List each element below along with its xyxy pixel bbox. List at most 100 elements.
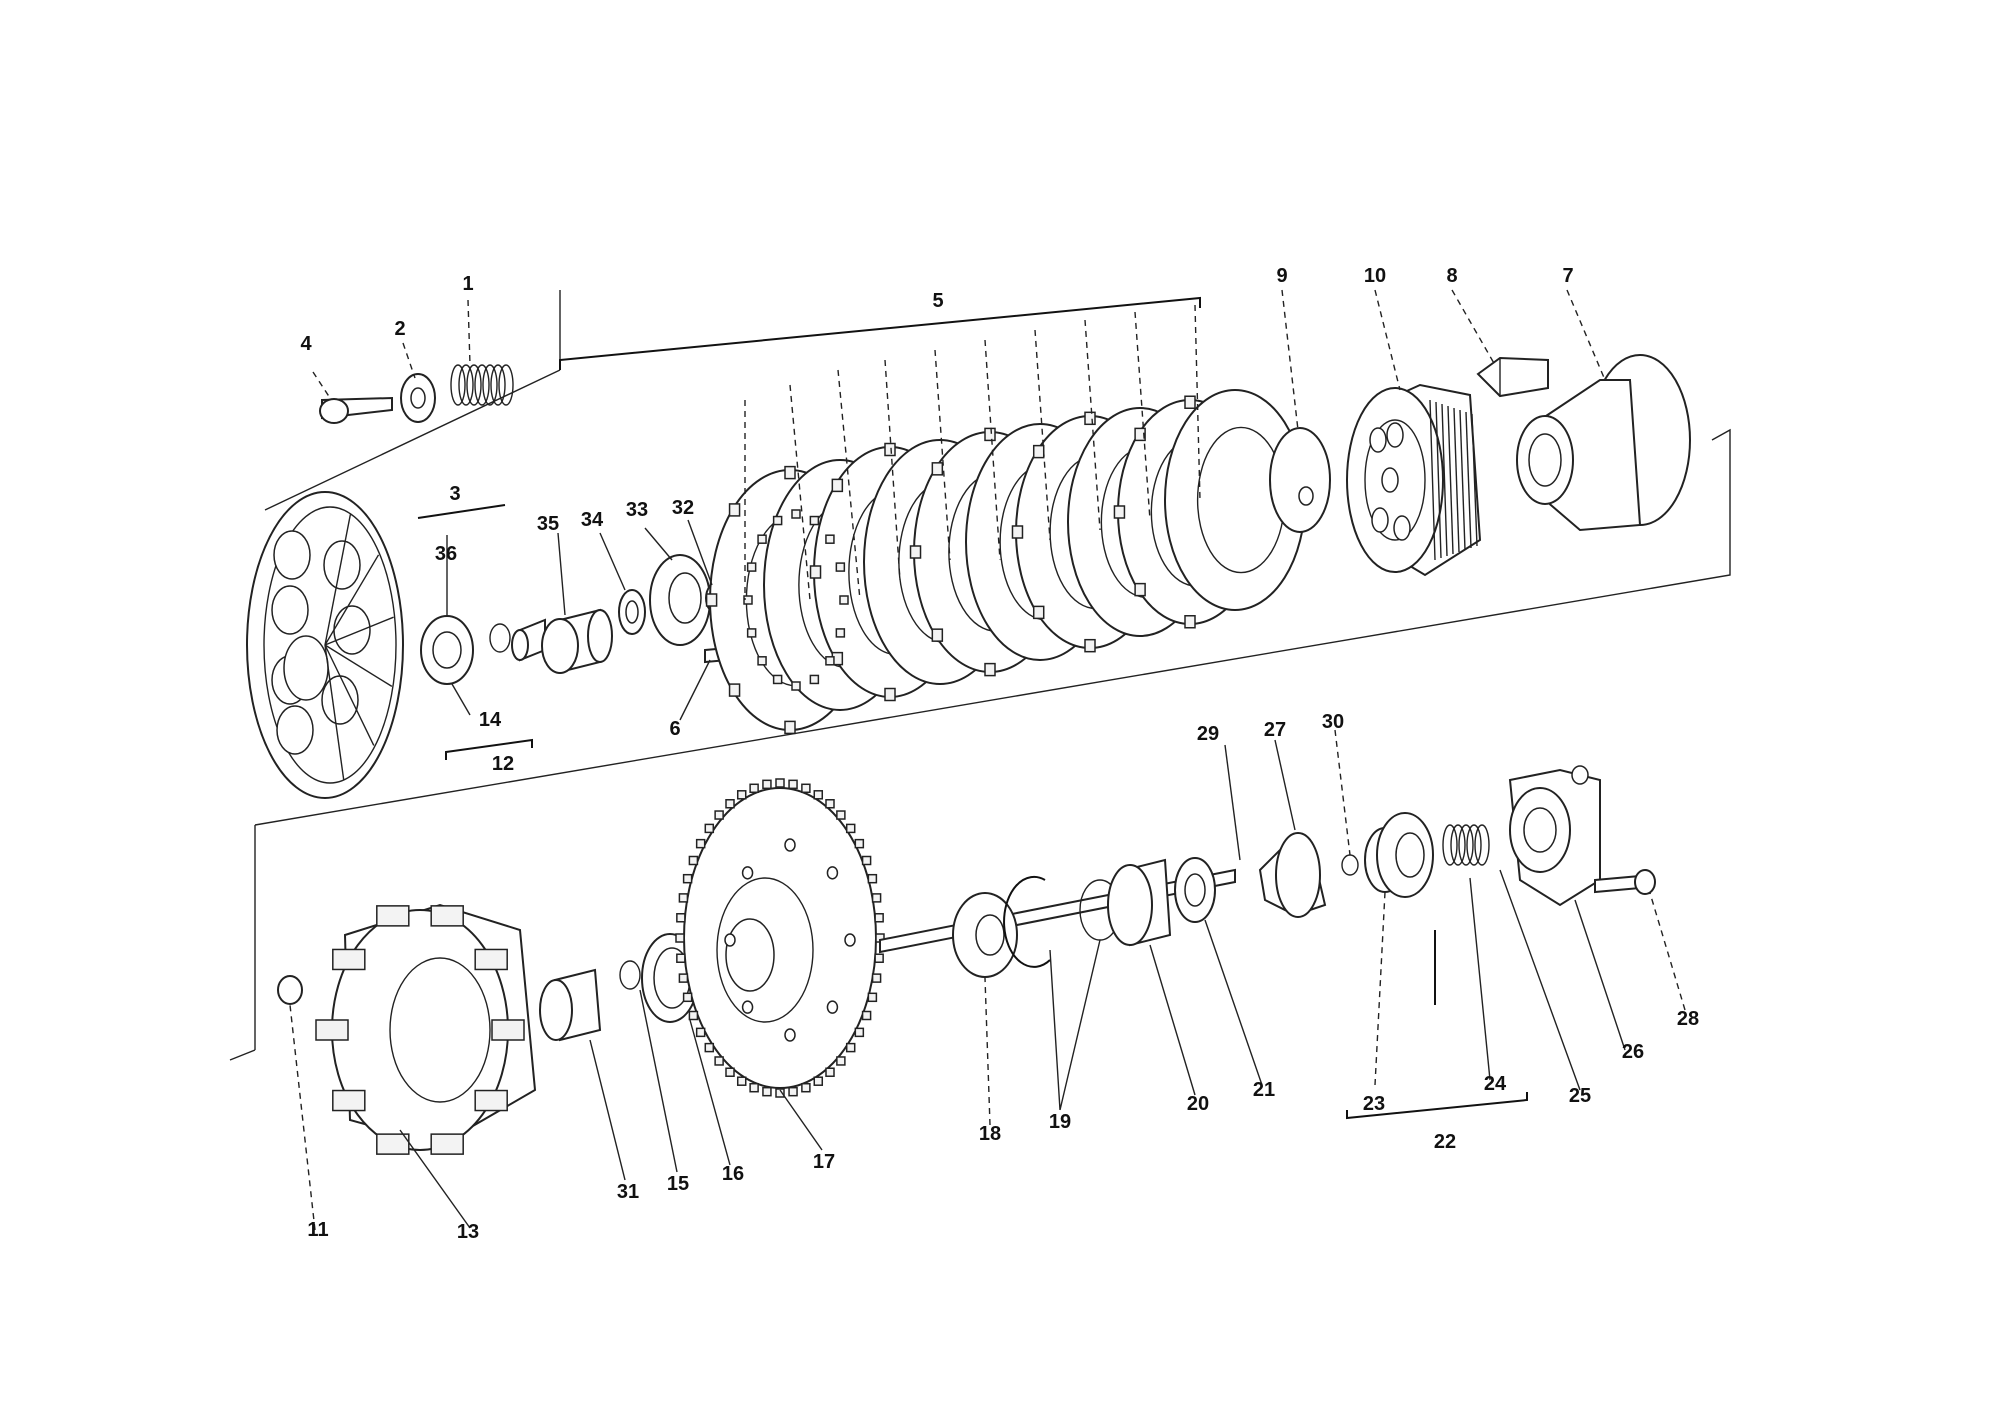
gear-tooth bbox=[801, 1082, 811, 1093]
disc-spline bbox=[825, 656, 835, 666]
gear-tooth bbox=[736, 1076, 747, 1086]
hub-spline bbox=[1429, 399, 1436, 561]
pressure-plate-hole bbox=[321, 675, 359, 725]
basket-finger bbox=[376, 905, 410, 927]
leader-33 bbox=[644, 527, 673, 561]
bracket-22 bbox=[1346, 1092, 1528, 1120]
disc-tab bbox=[1032, 605, 1045, 620]
callout-label-14: 14 bbox=[479, 709, 502, 731]
leader-7 bbox=[1566, 289, 1606, 381]
slave-bolt-head bbox=[1634, 869, 1656, 895]
gear-tooth bbox=[736, 790, 747, 800]
pressure-plate-hole bbox=[276, 705, 314, 755]
disc-spline bbox=[835, 628, 846, 638]
o-ring bbox=[619, 960, 641, 990]
gear-tooth bbox=[676, 953, 686, 963]
basket-finger bbox=[376, 1133, 410, 1155]
small-block bbox=[1476, 356, 1549, 398]
gear-tooth bbox=[825, 799, 835, 809]
callout-label-34: 34 bbox=[581, 509, 604, 531]
primary-gear bbox=[675, 778, 885, 1098]
basket-finger bbox=[430, 905, 464, 927]
leader-34 bbox=[599, 532, 626, 591]
disc-tab bbox=[1134, 427, 1146, 442]
gear-tooth bbox=[725, 1067, 735, 1077]
gear-tooth bbox=[749, 783, 759, 794]
pressure-plate-rib bbox=[324, 644, 393, 687]
callout-label-30: 30 bbox=[1322, 711, 1344, 733]
leader-35 bbox=[557, 532, 566, 616]
clutch-housing bbox=[1516, 354, 1691, 532]
clutch-hub-inner bbox=[1364, 419, 1426, 541]
callout-label-29: 29 bbox=[1197, 723, 1219, 745]
gear-tooth bbox=[704, 1042, 715, 1053]
basket-finger bbox=[474, 948, 508, 971]
callout-label-9: 9 bbox=[1276, 265, 1287, 287]
hub-post bbox=[1369, 427, 1387, 453]
callout-label-27: 27 bbox=[1264, 719, 1286, 741]
gear-tooth bbox=[813, 790, 824, 800]
gear-hole bbox=[844, 933, 856, 947]
disc-tab bbox=[1084, 411, 1096, 426]
gear-tooth bbox=[854, 1027, 865, 1038]
small-o-ring bbox=[1341, 854, 1359, 876]
gear-tooth bbox=[801, 783, 811, 794]
bracket-3 bbox=[417, 504, 506, 519]
spring-coil bbox=[474, 364, 490, 406]
leader-20 bbox=[1149, 944, 1196, 1096]
piston-face bbox=[1275, 832, 1321, 918]
return-spring-coil bbox=[1442, 824, 1458, 866]
pressure-plate-rib bbox=[324, 514, 352, 646]
disc-spline bbox=[791, 509, 801, 519]
pressure-plate-inner bbox=[263, 506, 397, 784]
slave-bolt-shank bbox=[1594, 874, 1641, 894]
hub-post bbox=[1371, 507, 1389, 533]
pressure-plate-hole bbox=[333, 605, 371, 655]
spring-coil bbox=[482, 364, 498, 406]
gear-tooth bbox=[775, 778, 785, 788]
disc-tab bbox=[984, 427, 996, 442]
disc-tab bbox=[728, 683, 741, 697]
disc-spline bbox=[791, 681, 801, 691]
callout-label-31: 31 bbox=[617, 1181, 639, 1203]
disc-spline bbox=[825, 534, 835, 544]
housing-bore bbox=[1528, 433, 1562, 487]
callout-label-36: 36 bbox=[435, 543, 457, 565]
gear-tooth bbox=[695, 838, 706, 849]
basket-finger bbox=[491, 1019, 525, 1041]
ring-hole bbox=[625, 600, 639, 624]
gear-tooth bbox=[871, 973, 882, 983]
pressure-plate-center bbox=[283, 635, 329, 701]
bolt-head bbox=[319, 398, 349, 424]
return-spring-coil bbox=[1458, 824, 1474, 866]
bearing-inner bbox=[432, 631, 462, 669]
pressure-plate-rib bbox=[324, 644, 345, 780]
disc-tab bbox=[909, 545, 922, 559]
callout-label-5: 5 bbox=[932, 290, 943, 312]
gear-tooth bbox=[788, 779, 798, 790]
callout-label-13: 13 bbox=[457, 1221, 479, 1243]
frame-top-left bbox=[264, 290, 561, 511]
callout-label-33: 33 bbox=[626, 499, 648, 521]
gear-tooth bbox=[874, 953, 884, 963]
spacer-bush-face bbox=[539, 979, 573, 1041]
basket-face bbox=[331, 909, 509, 1151]
hub-post bbox=[1393, 515, 1411, 541]
callout-label-12: 12 bbox=[492, 753, 514, 775]
callout-label-24: 24 bbox=[1484, 1073, 1507, 1095]
seal-inner bbox=[1395, 832, 1425, 878]
spring-coil bbox=[450, 364, 466, 406]
basket-finger bbox=[474, 1089, 508, 1112]
rod-bush-face bbox=[1107, 864, 1153, 946]
bush-face bbox=[511, 629, 529, 661]
gear-tooth bbox=[678, 973, 689, 983]
gear-tooth bbox=[874, 913, 884, 923]
disc-spline bbox=[772, 515, 783, 526]
callout-label-25: 25 bbox=[1569, 1085, 1591, 1107]
hub-spline bbox=[1471, 413, 1478, 547]
leader-13 bbox=[399, 1129, 471, 1229]
push-hub-face bbox=[541, 618, 579, 674]
pressure-plate-rib bbox=[324, 554, 380, 646]
gear-tooth bbox=[861, 1010, 872, 1021]
